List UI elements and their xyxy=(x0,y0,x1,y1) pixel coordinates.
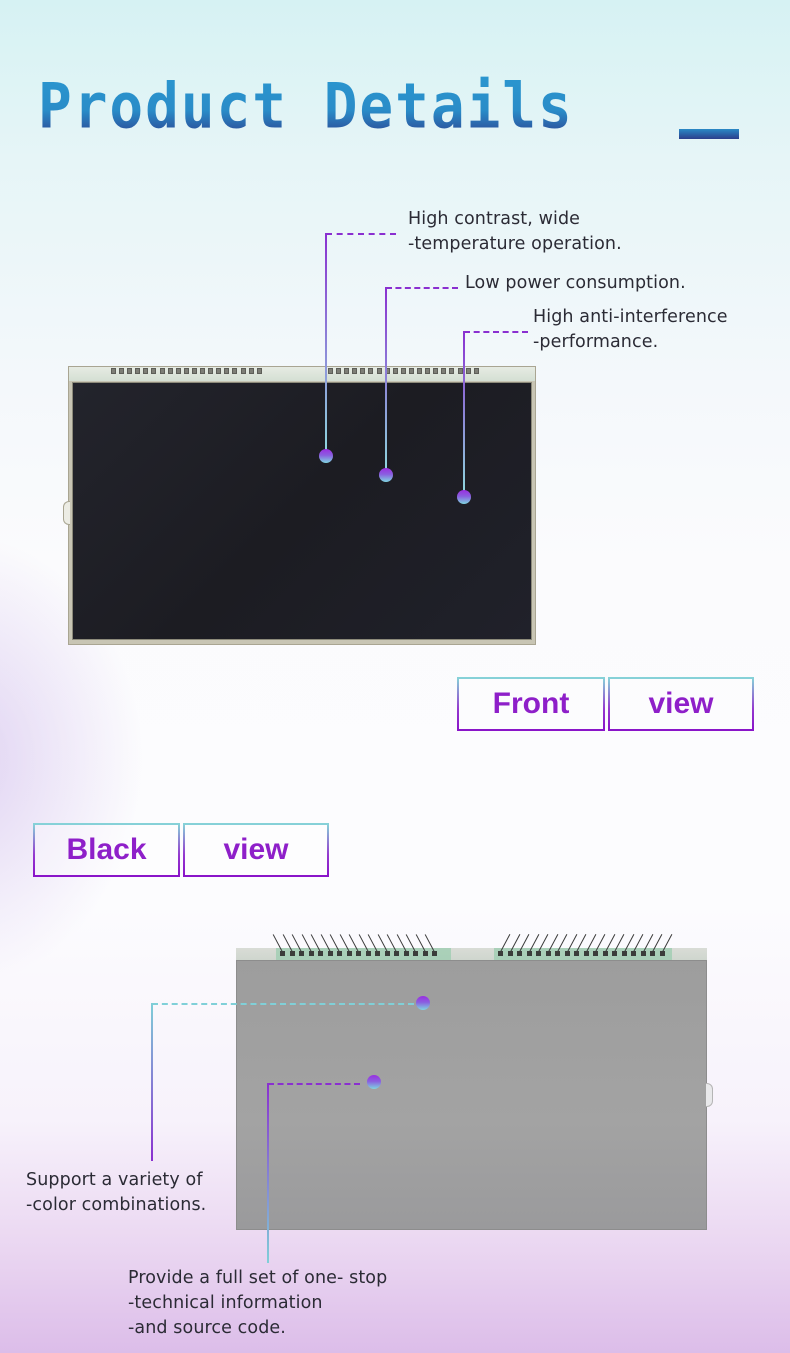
feature-label-3: High anti-interference-performance. xyxy=(533,307,728,352)
callout-line-5 xyxy=(268,1083,360,1085)
feature-label-2: Low power consumption. xyxy=(465,273,686,293)
feature-label-4: Support a variety of-color combinations. xyxy=(26,1170,207,1215)
callout-line-2-vertical xyxy=(385,287,387,469)
feature-label-5: Provide a full set of one- stop-technica… xyxy=(128,1268,388,1338)
lcd-pins-right xyxy=(328,368,479,376)
callout-dot-3 xyxy=(457,490,471,504)
lcd-back-side-tab xyxy=(706,1083,713,1107)
callout-line-1-vertical xyxy=(325,233,327,450)
front-view-tag-word2: view xyxy=(608,677,754,731)
callout-line-5-vertical xyxy=(267,1083,269,1263)
callout-dot-5 xyxy=(367,1075,381,1089)
lcd-screen xyxy=(72,382,532,640)
callout-dot-1 xyxy=(319,449,333,463)
lcd-connector-strip xyxy=(69,367,535,381)
title-accent-bar xyxy=(679,129,739,139)
front-view-tag: Front view xyxy=(457,677,754,731)
back-view-tag-word2: view xyxy=(183,823,329,877)
feature-label-1: High contrast, wide-temperature operatio… xyxy=(408,209,622,254)
callout-line-4-vertical xyxy=(151,1003,153,1161)
callout-line-3 xyxy=(464,331,528,333)
back-view-tag-word1: Black xyxy=(33,823,180,877)
callout-line-2 xyxy=(386,287,458,289)
callout-line-4 xyxy=(152,1003,414,1005)
lcd-side-tab xyxy=(63,501,70,525)
lcd-back-image xyxy=(236,948,713,1230)
callout-line-3-vertical xyxy=(463,331,465,491)
lcd-back-pins-left xyxy=(280,932,437,960)
page-title: Product Details xyxy=(38,70,574,144)
lcd-pins-left xyxy=(111,368,262,376)
front-view-tag-word1: Front xyxy=(457,677,605,731)
back-view-tag: Black view xyxy=(33,823,329,877)
lcd-back-pins-right xyxy=(498,932,665,960)
lcd-back-panel xyxy=(236,960,707,1230)
lcd-front-image xyxy=(63,366,536,645)
callout-dot-4 xyxy=(416,996,430,1010)
callout-line-1 xyxy=(326,233,396,235)
callout-dot-2 xyxy=(379,468,393,482)
